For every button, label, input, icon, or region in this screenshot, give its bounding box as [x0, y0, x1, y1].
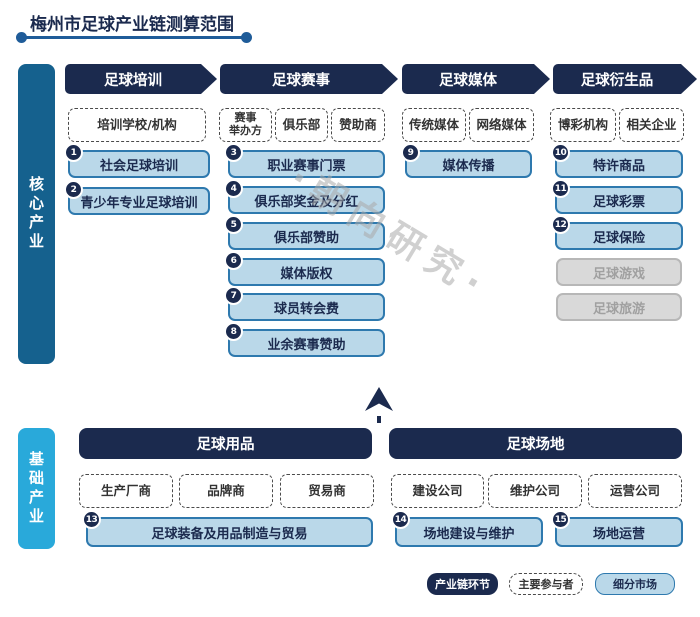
base-industry-bar: 基础产业 [18, 428, 55, 549]
market-label: 场地建设与维护 [423, 526, 515, 542]
title-underline-left-dot [16, 32, 27, 43]
market-football-lottery: 11 足球彩票 [551, 179, 683, 214]
market-number-badge: 5 [224, 215, 243, 234]
market-label: 足球保险 [592, 230, 645, 246]
page-title: 梅州市足球产业链测算范围 [30, 15, 234, 35]
chain-header-training: 足球培训 [65, 64, 217, 94]
participant-training-school: 培训学校/机构 [68, 108, 206, 142]
base-header-venues: 足球场地 [389, 428, 682, 459]
chain-header-training-label: 足球培训 [104, 72, 162, 89]
participant-betting-agency: 博彩机构 [550, 108, 616, 142]
market-amateur-event-sponsorship: 8 业余赛事赞助 [224, 322, 385, 357]
base-industry-label: 基础产业 [27, 450, 45, 527]
market-football-gaming-disabled: 足球游戏 [556, 258, 682, 286]
legend-market-segment: 细分市场 [595, 573, 675, 595]
market-social-football-training: 1 社会足球培训 [64, 143, 210, 178]
market-number-badge: 9 [401, 143, 420, 162]
market-licensed-merchandise: 10 特许商品 [551, 143, 683, 178]
chain-header-media: 足球媒体 [402, 64, 550, 94]
legend-chain-node: 产业链环节 [427, 573, 498, 595]
market-label: 职业赛事门票 [267, 158, 346, 174]
chain-header-events: 足球赛事 [220, 64, 398, 94]
participant-maintenance-company: 维护公司 [488, 474, 582, 508]
market-label: 俱乐部奖金及分红 [254, 194, 359, 210]
market-label: 青少年专业足球培训 [80, 195, 198, 211]
market-number-badge: 6 [224, 251, 243, 270]
market-number-badge: 2 [64, 180, 83, 199]
market-pro-event-tickets: 3 职业赛事门票 [224, 143, 385, 178]
market-label: 社会足球培训 [99, 158, 178, 174]
market-youth-football-training: 2 青少年专业足球培训 [64, 180, 210, 215]
participant-event-organizer: 赛事 举办方 [219, 108, 272, 142]
participant-operating-company: 运营公司 [588, 474, 682, 508]
market-label: 球员转会费 [273, 301, 339, 317]
market-label: 特许商品 [592, 158, 645, 174]
participant-related-company: 相关企业 [619, 108, 684, 142]
chain-header-derivatives-label: 足球衍生品 [580, 72, 654, 89]
chain-header-media-label: 足球媒体 [439, 72, 497, 89]
market-number-badge: 4 [224, 179, 243, 198]
title-underline-right-dot [241, 32, 252, 43]
market-media-broadcasting: 9 媒体传播 [401, 143, 532, 178]
market-football-tourism-disabled: 足球旅游 [556, 293, 682, 321]
market-number-badge: 3 [224, 143, 243, 162]
participant-manufacturer: 生产厂商 [79, 474, 173, 508]
market-number-badge: 11 [551, 179, 570, 198]
market-number-badge: 14 [391, 510, 410, 529]
up-arrow-icon [365, 387, 393, 423]
market-club-prize-dividends: 4 俱乐部奖金及分红 [224, 179, 385, 214]
market-player-transfer-fees: 7 球员转会费 [224, 286, 385, 321]
market-equipment-manufacturing-trade: 13 足球装备及用品制造与贸易 [82, 510, 373, 547]
market-venue-operation: 15 场地运营 [551, 510, 683, 547]
legend-participant: 主要参与者 [509, 573, 583, 595]
market-number-badge: 15 [551, 510, 570, 529]
base-header-venues-label: 足球场地 [506, 437, 565, 453]
market-venue-construction-maintenance: 14 场地建设与维护 [391, 510, 543, 547]
market-number-badge: 10 [551, 143, 570, 162]
base-header-equipment: 足球用品 [79, 428, 372, 459]
participant-brand: 品牌商 [179, 474, 273, 508]
participant-club: 俱乐部 [275, 108, 328, 142]
market-number-badge: 7 [224, 286, 243, 305]
market-label: 媒体版权 [280, 266, 333, 282]
market-number-badge: 8 [224, 322, 243, 341]
market-label: 场地运营 [592, 526, 645, 542]
core-industry-label: 核心产业 [27, 176, 45, 252]
market-football-insurance: 12 足球保险 [551, 215, 683, 250]
market-label: 足球装备及用品制造与贸易 [151, 526, 308, 542]
market-label: 业余赛事赞助 [267, 337, 346, 353]
title-underline [21, 36, 247, 39]
market-media-rights: 6 媒体版权 [224, 251, 385, 286]
participant-online-media: 网络媒体 [469, 108, 534, 142]
market-number-badge: 13 [82, 510, 101, 529]
market-label: 俱乐部赞助 [273, 230, 339, 246]
market-label: 足球彩票 [592, 194, 645, 210]
market-club-sponsorship: 5 俱乐部赞助 [224, 215, 385, 250]
base-header-equipment-label: 足球用品 [196, 437, 255, 453]
market-number-badge: 12 [551, 215, 570, 234]
chain-header-events-label: 足球赛事 [272, 72, 330, 89]
participant-trader: 贸易商 [280, 474, 374, 508]
market-number-badge: 1 [64, 143, 83, 162]
participant-construction-company: 建设公司 [391, 474, 484, 508]
market-label: 媒体传播 [442, 158, 495, 174]
participant-sponsor: 赞助商 [331, 108, 385, 142]
core-industry-bar: 核心产业 [18, 64, 55, 364]
participant-traditional-media: 传统媒体 [402, 108, 466, 142]
chain-header-derivatives: 足球衍生品 [553, 64, 697, 94]
